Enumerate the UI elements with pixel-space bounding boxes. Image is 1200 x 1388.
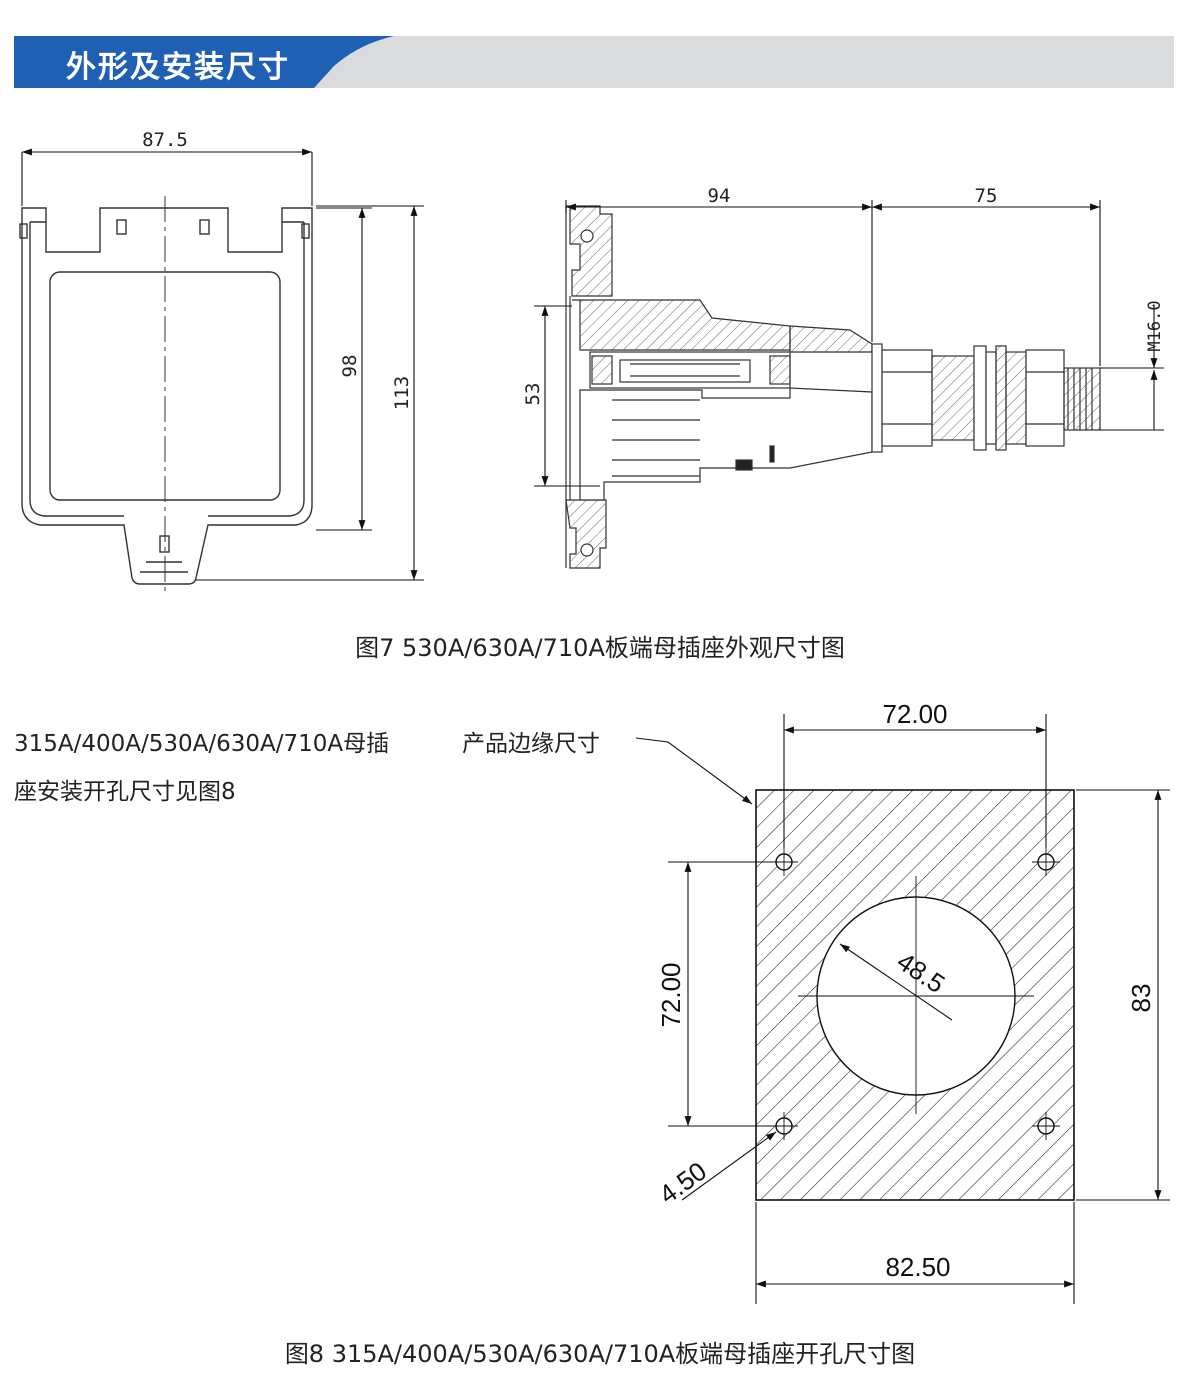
front-view-dimensions — [21, 148, 424, 581]
hole-spacing-vertical-label: 72.00 — [656, 962, 686, 1027]
cutout-plate — [755, 789, 1075, 1201]
front-inner-height-label: 98 — [339, 355, 361, 378]
note-line-1: 315A/400A/530A/630A/710A母插 — [14, 731, 390, 757]
note-line-2: 座安装开孔尺寸见图8 — [14, 779, 236, 805]
mounting-hole-diameter-label: 4.50 — [653, 1156, 712, 1210]
side-height-label: 53 — [522, 383, 544, 406]
thread-spec-label: M16.0 — [1145, 300, 1165, 351]
section-header: 外形及安装尺寸 — [14, 36, 1174, 88]
side-thread-length-label: 75 — [975, 185, 998, 207]
side-view-dimensions — [534, 200, 1164, 487]
hole-spacing-horizontal-label: 72.00 — [882, 699, 947, 729]
side-body-length-label: 94 — [708, 185, 731, 207]
figure7-caption: 图7 530A/630A/710A板端母插座外观尺寸图 — [355, 634, 845, 662]
figure8-caption: 图8 315A/400A/530A/630A/710A板端母插座开孔尺寸图 — [284, 1340, 916, 1368]
side-view — [565, 205, 1101, 569]
header-banner — [14, 36, 1174, 88]
front-total-height-label: 113 — [391, 376, 413, 410]
plate-width-label: 82.50 — [885, 1252, 950, 1282]
plate-height-label: 83 — [1126, 984, 1156, 1013]
front-width-label: 87.5 — [142, 129, 188, 151]
product-edge-label: 产品边缘尺寸 — [462, 731, 600, 757]
cutout-dimensions — [635, 714, 1170, 1304]
front-view — [19, 196, 313, 592]
page-title: 外形及安装尺寸 — [66, 50, 290, 85]
